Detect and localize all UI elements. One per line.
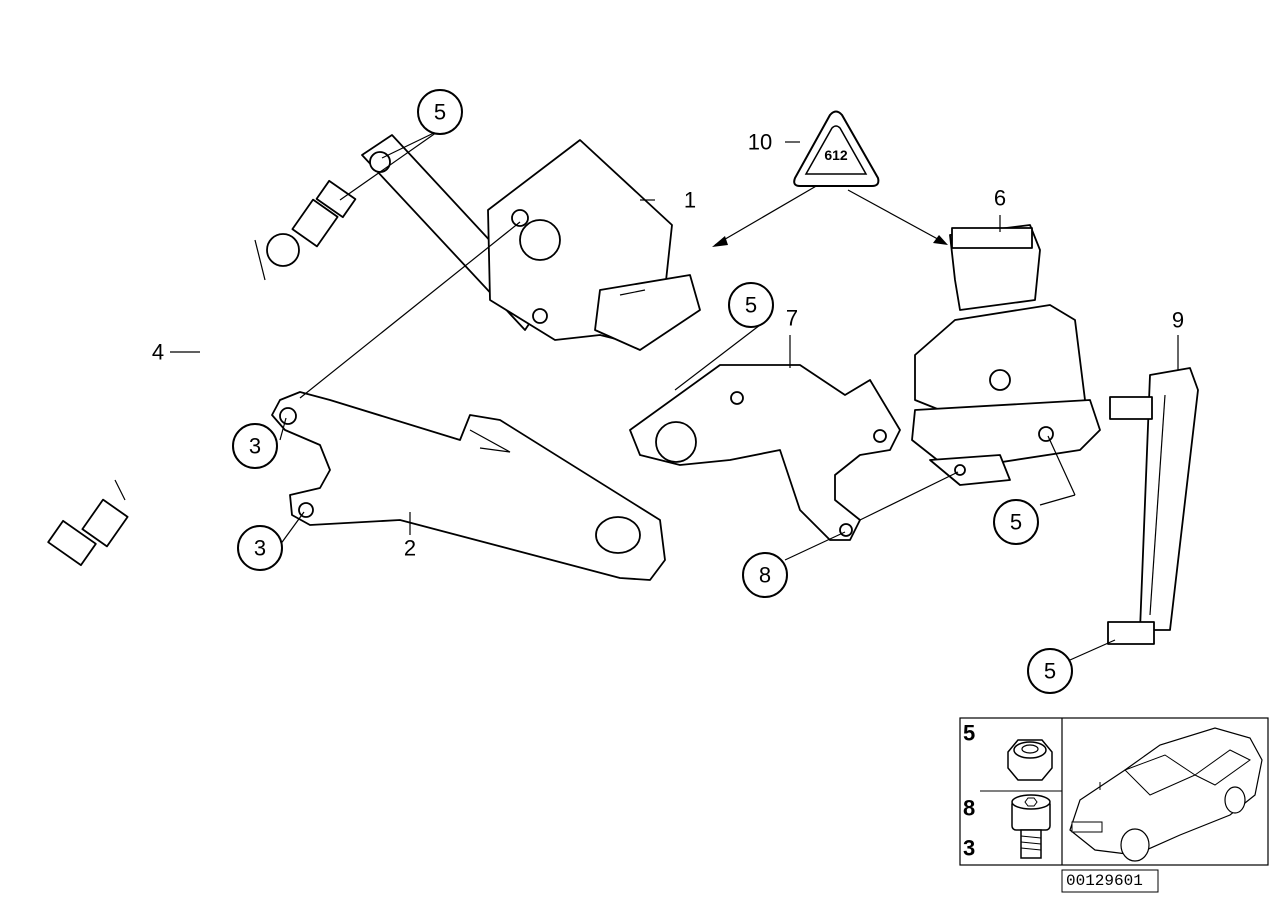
bracket-part[interactable] — [271, 391, 666, 581]
sedan-car-icon — [1069, 727, 1263, 862]
svg-text:8: 8 — [759, 563, 771, 588]
leader-lines — [170, 129, 1179, 661]
legend-nut-label: 5 — [963, 721, 975, 746]
callout-8: 8 — [742, 552, 788, 598]
socket-bolt-icon — [1011, 794, 1051, 859]
callout-5-link: 5 — [1027, 648, 1073, 694]
reference-code: 00129601 — [1066, 872, 1143, 890]
front-bracket-part[interactable] — [629, 364, 901, 541]
label-part-10: 10 — [748, 130, 772, 155]
label-part-1: 1 — [684, 188, 696, 213]
callout-5-sensor: 5 — [993, 499, 1039, 545]
svg-text:3: 3 — [254, 536, 266, 561]
svg-text:5: 5 — [1010, 510, 1022, 535]
svg-text:612: 612 — [824, 147, 848, 163]
front-level-sensor-part[interactable] — [911, 224, 1101, 486]
label-part-7: 7 — [786, 306, 798, 331]
svg-text:5: 5 — [434, 100, 446, 125]
legend-bolt-label-top: 8 — [963, 796, 975, 821]
legend-box: 5 8 3 — [959, 717, 1269, 866]
callout-3-lower: 3 — [237, 525, 283, 571]
label-part-6: 6 — [994, 186, 1006, 211]
svg-text:5: 5 — [745, 293, 757, 318]
hex-nut-icon — [1007, 739, 1053, 781]
label-part-2: 2 — [404, 536, 416, 561]
svg-text:3: 3 — [249, 434, 261, 459]
label-part-4: 4 — [152, 340, 164, 365]
callout-3-upper: 3 — [232, 423, 278, 469]
svg-text:5: 5 — [1044, 659, 1056, 684]
connecting-rod-part[interactable] — [47, 179, 357, 567]
reference-code-box: 00129601 — [1061, 869, 1159, 893]
callout-5-bracket: 5 — [728, 282, 774, 328]
callout-5-top: 5 — [417, 89, 463, 135]
front-link-part[interactable] — [1107, 367, 1199, 645]
warning-triangle-icon: 612 — [793, 110, 880, 187]
level-sensor-part[interactable] — [361, 134, 701, 351]
label-part-9: 9 — [1172, 308, 1184, 333]
legend-bolt-label-bottom: 3 — [963, 836, 975, 861]
